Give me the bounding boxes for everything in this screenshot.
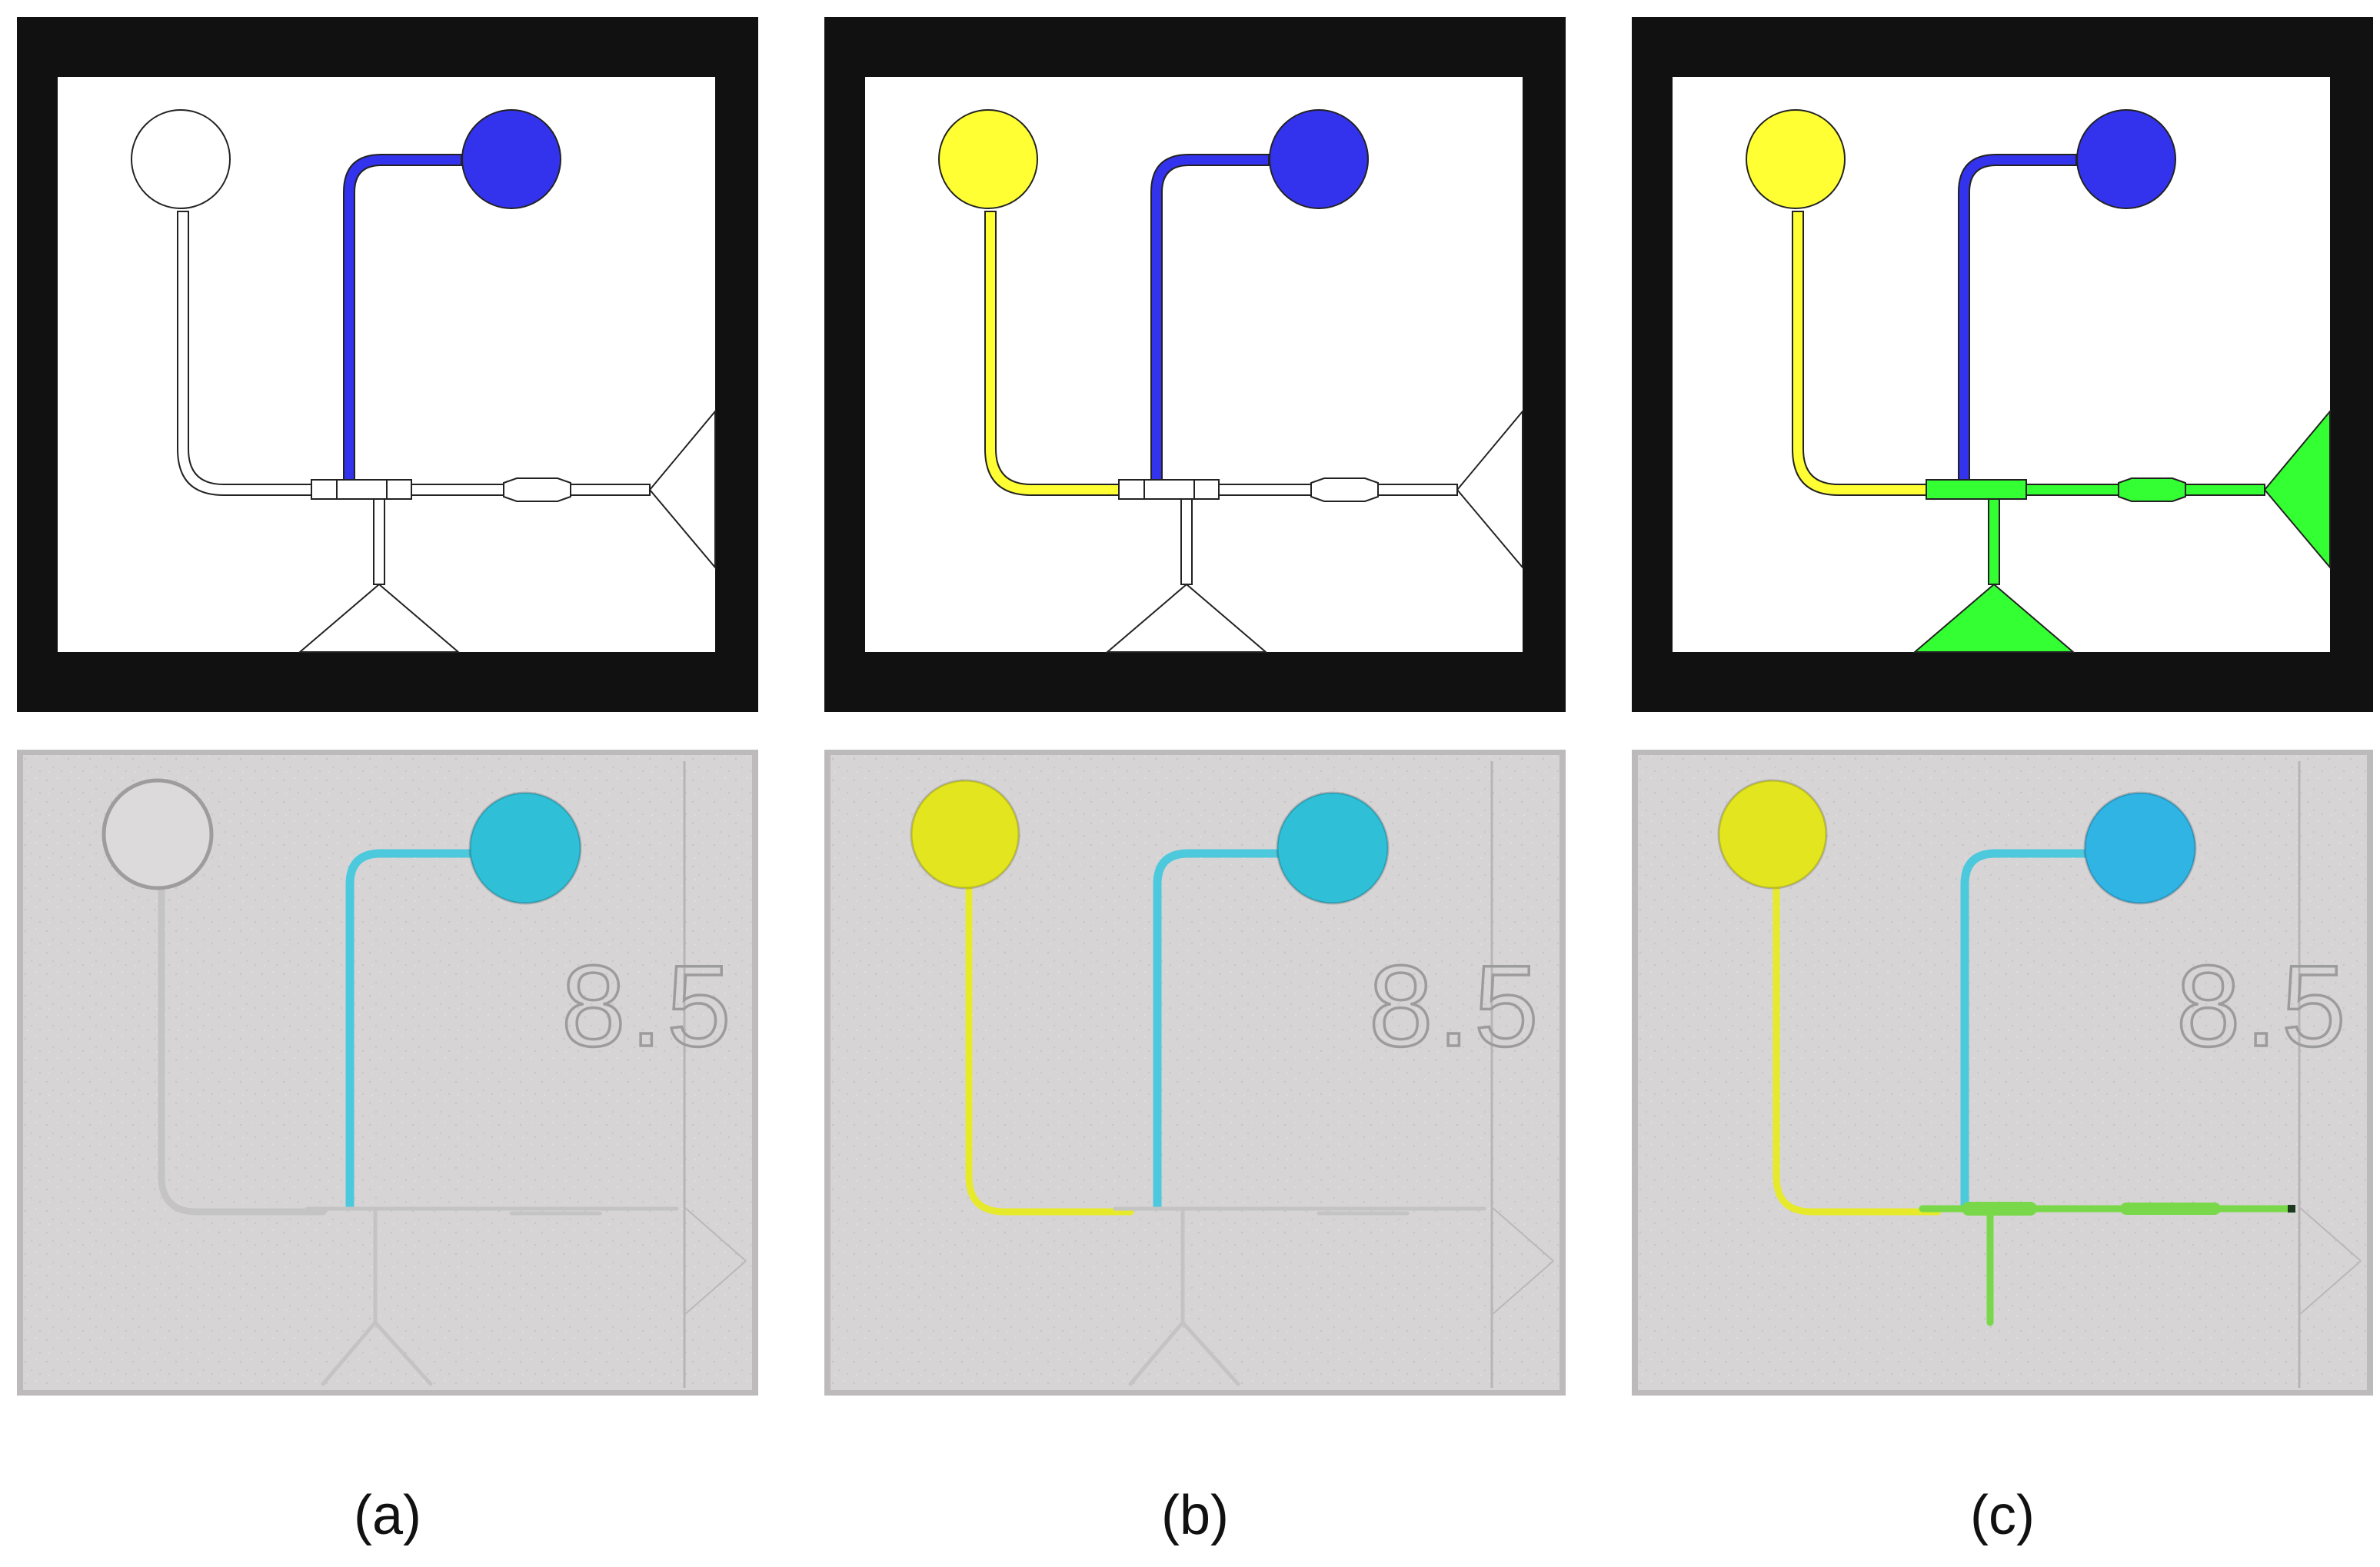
photo-network	[1113, 1206, 1486, 1386]
panel-b: 8.5 (b)	[824, 17, 1566, 1546]
panel-caption-a: (a)	[354, 1485, 421, 1546]
photo-right-channel	[345, 849, 492, 1207]
right-inlet-reservoir	[2076, 109, 2176, 209]
panel-a: 8.5 (a)	[17, 17, 758, 1546]
channel-network	[1105, 409, 1523, 653]
photo-right-reservoir	[468, 791, 582, 905]
left-inlet-reservoir	[1746, 109, 1846, 209]
chip-photo-b: 8.5	[824, 750, 1566, 1396]
photo-left-channel	[1773, 880, 1942, 1216]
photo-left-channel	[965, 880, 1134, 1216]
schematic-a	[17, 17, 758, 712]
panel-caption-b: (b)	[1161, 1485, 1229, 1546]
photo-left-reservoir	[1717, 779, 1828, 890]
channel-network	[1912, 409, 2331, 653]
chip-number-b: 8.5	[1369, 941, 1543, 1070]
photo-right-reservoir	[1276, 791, 1390, 905]
panel-c: 8.5 (c)	[1632, 17, 2373, 1546]
photo-left-reservoir	[910, 779, 1020, 890]
chip-number-a: 8.5	[561, 941, 736, 1070]
chip-photo-c: 8.5	[1632, 750, 2373, 1396]
right-inlet-channel	[343, 154, 462, 481]
left-inlet-reservoir	[938, 109, 1038, 209]
photo-left-reservoir	[102, 778, 214, 890]
left-inlet-reservoir	[131, 109, 231, 209]
photo-network	[305, 1206, 679, 1386]
photo-right-channel	[1153, 849, 1300, 1207]
chip-photo-a: 8.5	[17, 750, 758, 1396]
chip-number-c: 8.5	[2176, 941, 2351, 1070]
schematic-b	[824, 17, 1566, 712]
schematic-c	[1632, 17, 2373, 712]
photo-left-channel	[158, 880, 327, 1216]
right-inlet-channel	[1150, 154, 1270, 481]
photo-right-channel	[1960, 849, 2107, 1207]
channel-network	[298, 409, 716, 653]
right-inlet-reservoir	[1269, 109, 1369, 209]
right-inlet-reservoir	[461, 109, 561, 209]
photo-network	[1919, 1202, 2295, 1326]
photo-right-reservoir	[2083, 791, 2197, 905]
panel-caption-c: (c)	[1970, 1485, 2035, 1546]
right-inlet-channel	[1958, 154, 2077, 481]
